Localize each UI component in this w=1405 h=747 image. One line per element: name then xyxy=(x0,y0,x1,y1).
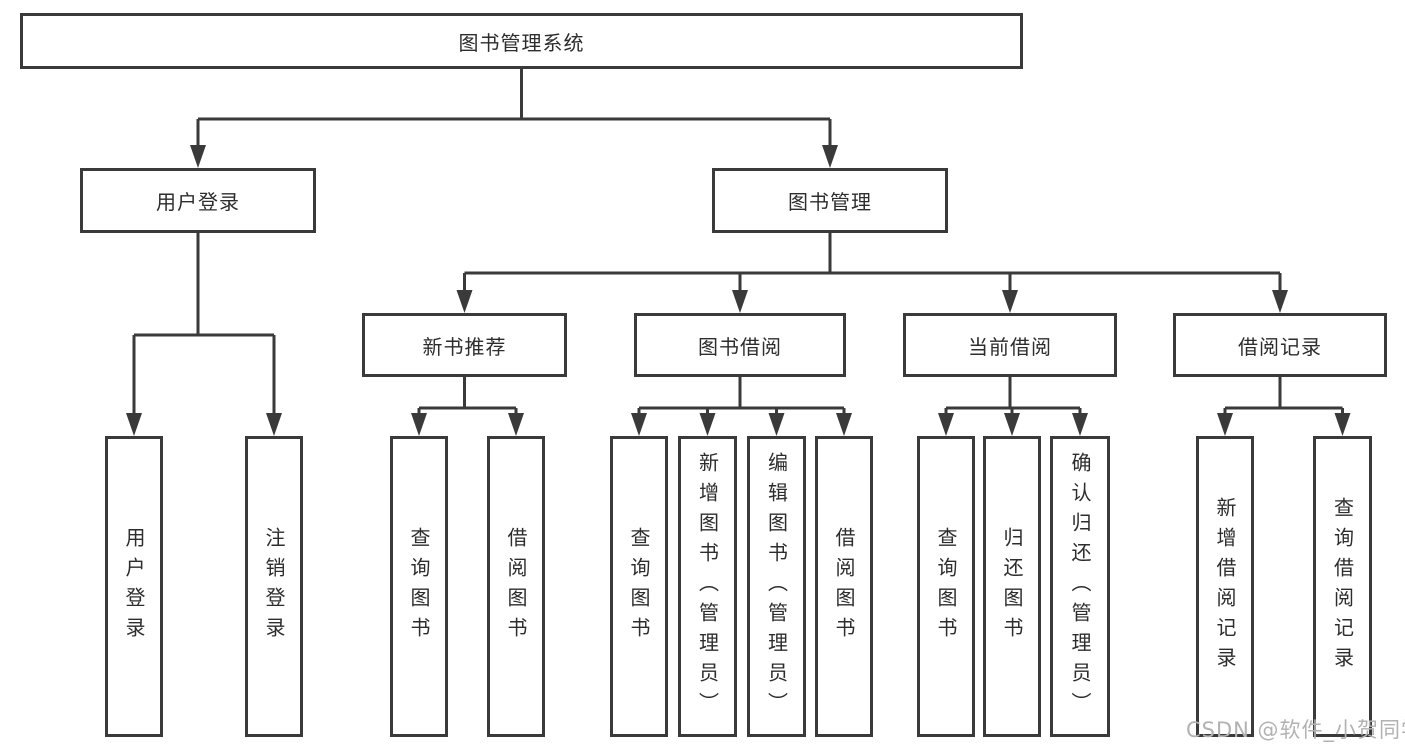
node-leaf-query-record: 查询借阅记录 xyxy=(1313,436,1372,737)
node-leaf-query-book-a: 查询图书 xyxy=(390,436,448,737)
node-leaf-confirm-return-label: 确认归还（管理员） xyxy=(1068,451,1092,722)
node-leaf-query-book-b: 查询图书 xyxy=(610,436,668,737)
node-leaf-query-book-b-label: 查询图书 xyxy=(627,526,651,647)
node-leaf-query-record-label: 查询借阅记录 xyxy=(1330,496,1355,677)
node-current-borrow: 当前借阅 xyxy=(903,313,1117,377)
node-leaf-logout-label: 注销登录 xyxy=(262,526,286,647)
node-root-label: 图书管理系统 xyxy=(458,30,585,55)
node-leaf-borrow-book-b: 借阅图书 xyxy=(815,436,873,737)
node-book-borrow: 图书借阅 xyxy=(634,313,846,377)
node-leaf-edit-book: 编辑图书（管理员） xyxy=(747,436,806,737)
node-leaf-return-book-label: 归还图书 xyxy=(1000,526,1024,647)
node-leaf-borrow-book-a-label: 借阅图书 xyxy=(504,526,528,647)
node-leaf-add-book: 新增图书（管理员） xyxy=(678,436,737,737)
node-borrow-records: 借阅记录 xyxy=(1173,313,1387,377)
node-current-borrow-label: 当前借阅 xyxy=(968,334,1052,359)
node-leaf-query-book-c-label: 查询图书 xyxy=(934,526,958,647)
node-leaf-query-book-c: 查询图书 xyxy=(917,436,975,737)
watermark-text: CSDN @软件_小贺同学 xyxy=(1186,718,1405,742)
node-leaf-user-login-label: 用户登录 xyxy=(122,526,146,647)
node-leaf-borrow-book-a: 借阅图书 xyxy=(487,436,545,737)
node-leaf-return-book: 归还图书 xyxy=(983,436,1041,737)
node-user-login: 用户登录 xyxy=(80,168,316,233)
node-leaf-add-book-label: 新增图书（管理员） xyxy=(695,451,720,722)
node-book-management: 图书管理 xyxy=(712,168,948,233)
node-leaf-confirm-return: 确认归还（管理员） xyxy=(1050,436,1110,737)
node-book-borrow-label: 图书借阅 xyxy=(698,334,782,359)
node-leaf-logout: 注销登录 xyxy=(245,436,303,737)
node-user-login-label: 用户登录 xyxy=(156,190,240,214)
node-leaf-query-book-a-label: 查询图书 xyxy=(407,526,431,647)
node-new-book-recommend-label: 新书推荐 xyxy=(422,334,507,359)
node-book-management-label: 图书管理 xyxy=(788,190,872,214)
node-leaf-borrow-book-b-label: 借阅图书 xyxy=(832,526,856,647)
node-leaf-user-login: 用户登录 xyxy=(105,436,163,737)
node-leaf-edit-book-label: 编辑图书（管理员） xyxy=(764,451,789,722)
node-leaf-add-record: 新增借阅记录 xyxy=(1196,436,1254,737)
node-leaf-add-record-label: 新增借阅记录 xyxy=(1213,496,1237,677)
node-new-book-recommend: 新书推荐 xyxy=(362,313,567,377)
node-root: 图书管理系统 xyxy=(20,13,1023,69)
node-borrow-records-label: 借阅记录 xyxy=(1238,334,1322,359)
